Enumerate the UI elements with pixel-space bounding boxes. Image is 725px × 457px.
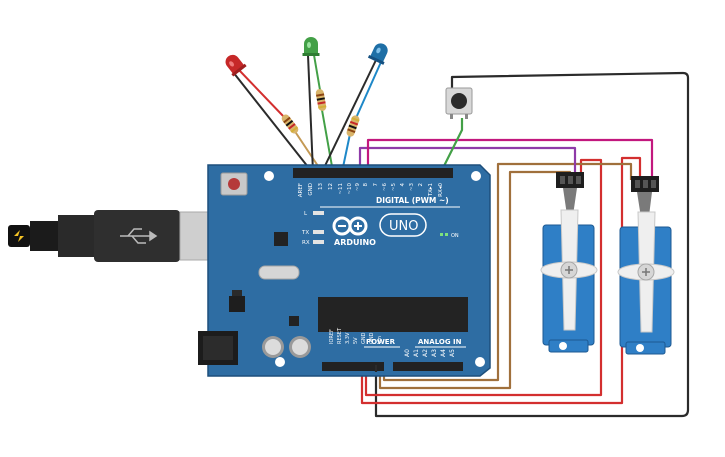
green-led-anode-wire[interactable]	[313, 54, 321, 91]
digital-pin-label: AREF	[298, 183, 304, 197]
green-led-resistor-leg[interactable]	[321, 109, 334, 173]
power-pin-label: GND	[361, 332, 367, 344]
crystal	[258, 265, 300, 280]
digital-pin-label: 2	[418, 183, 424, 187]
digital-pin-label: ~11	[338, 183, 344, 195]
resistor-blue[interactable]	[345, 114, 360, 137]
mounting-hole	[475, 357, 485, 367]
digital-header-high	[373, 168, 449, 178]
blue-led-anode-wire[interactable]	[355, 61, 382, 119]
servo-2-horn[interactable]	[617, 211, 675, 333]
capacitor-2	[289, 336, 311, 358]
green-led-cathode-wire[interactable]	[307, 54, 314, 173]
green-led[interactable]	[302, 37, 320, 56]
digital-pin-label: ~3	[409, 183, 415, 192]
mounting-hole	[471, 171, 481, 181]
digital-label: DIGITAL (PWM ~)	[376, 196, 449, 205]
power-pin-label: 3.3V	[345, 332, 351, 344]
power-pin-label: RESET	[337, 327, 343, 344]
analog-pin-label: A0	[404, 349, 411, 357]
blue-led[interactable]	[367, 40, 391, 65]
digital-pin-label: ~6	[382, 183, 388, 192]
blue-led-cathode-wire[interactable]	[321, 59, 377, 173]
analog-pin-label: A2	[422, 349, 429, 357]
power-pin-label: 5V	[353, 337, 359, 344]
regulator-tab	[232, 290, 242, 296]
usb-chip	[274, 232, 288, 246]
arduino-logo	[332, 216, 368, 236]
digital-pin-label: TX▸1	[428, 183, 434, 197]
digital-pin-label: 4	[400, 183, 406, 187]
on-indicator: ON	[440, 233, 459, 239]
digital-pin-label: 8	[363, 183, 369, 187]
analog-pin-label: A4	[440, 349, 447, 357]
analog-pin-label: A5	[449, 349, 456, 357]
analog-pin-label: A3	[431, 349, 438, 357]
svg-text:ON: ON	[451, 233, 459, 239]
usb-icon	[120, 228, 158, 244]
analog-label: ANALOG IN	[418, 338, 462, 346]
power-pin-label: IOREF	[329, 329, 335, 344]
capacitor-1	[262, 336, 284, 358]
power-header	[322, 362, 384, 371]
led-label-l: L	[304, 211, 308, 217]
analog-header	[393, 362, 463, 371]
small-chip	[289, 316, 299, 326]
usb-cable[interactable]	[8, 210, 211, 262]
digital-pin-label: GND	[308, 183, 314, 196]
red-led-cathode-wire[interactable]	[232, 71, 313, 173]
mounting-hole	[264, 171, 274, 181]
led-label-rx: RX	[302, 240, 310, 246]
servo-2[interactable]	[617, 176, 675, 355]
wire-button-gnd-loop[interactable]	[374, 71, 690, 418]
servo-1-horn[interactable]	[540, 209, 598, 331]
resistor-red[interactable]	[280, 113, 300, 135]
power-pin-label: Vin	[377, 336, 383, 344]
led-wiring	[232, 54, 382, 173]
digital-pin-label: RX◂0	[438, 183, 444, 197]
model-badge: UNO	[379, 213, 427, 237]
wire-button-signal[interactable]	[440, 118, 464, 173]
wire-servo1-signal[interactable]	[358, 146, 577, 178]
voltage-regulator	[229, 296, 245, 312]
red-led-anode-wire[interactable]	[238, 69, 286, 119]
svg-text:UNO: UNO	[389, 219, 418, 234]
mounting-hole	[275, 357, 285, 367]
digital-pin-label: 13	[318, 183, 324, 190]
wire-servo2-signal[interactable]	[366, 138, 654, 178]
red-led[interactable]	[222, 51, 247, 77]
digital-pin-label: ~5	[391, 183, 397, 192]
digital-pin-label: 12	[328, 183, 334, 190]
digital-pin-label: ~9	[355, 183, 361, 192]
digital-pin-label: 7	[373, 183, 379, 187]
reset-button[interactable]	[220, 172, 248, 196]
pushbutton[interactable]	[445, 87, 473, 119]
atmega-chip	[318, 297, 468, 332]
led-label-tx: TX	[301, 230, 309, 236]
digital-pin-label: ~10	[347, 183, 353, 195]
analog-pin-label: A1	[413, 349, 420, 357]
brand-label: ARDUINO	[334, 238, 376, 247]
onboard-leds: L TX RX	[301, 211, 324, 246]
power-label: POWER	[366, 338, 396, 346]
dc-power-jack[interactable]	[198, 331, 238, 365]
wire-servo2-gnd[interactable]	[382, 162, 633, 382]
resistor-green[interactable]	[315, 88, 327, 111]
power-pin-label: GND	[369, 332, 375, 344]
servo-1[interactable]	[540, 172, 598, 353]
